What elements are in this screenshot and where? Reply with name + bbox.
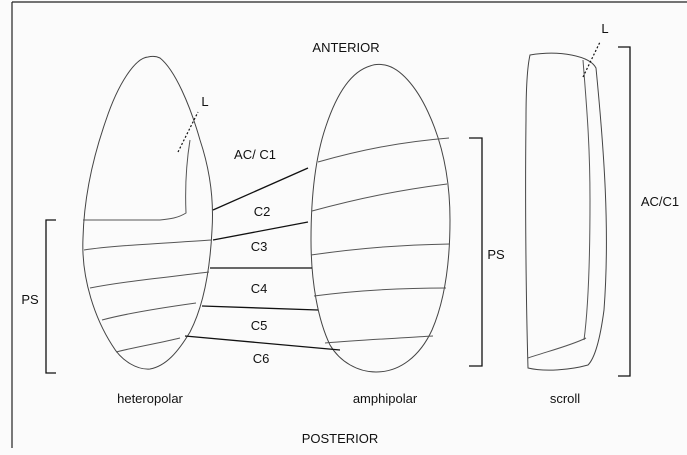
heteropolar-caption: heteropolar [117, 391, 183, 406]
segment-label-c4: C4 [251, 281, 268, 296]
amphipolar-caption: amphipolar [353, 391, 418, 406]
heteropolar-shape [83, 56, 213, 369]
segment-label-c6: C6 [253, 351, 270, 366]
segment-label-c1: AC/ C1 [234, 147, 276, 162]
right-ac-label: AC/C1 [641, 194, 679, 209]
anterior-label: ANTERIOR [312, 40, 379, 55]
right-l-label: L [601, 21, 608, 36]
scroll-caption: scroll [550, 391, 580, 406]
segment-label-c5: C5 [251, 318, 268, 333]
segment-label-c3: C3 [251, 239, 268, 254]
leader-c4 [202, 306, 318, 310]
leader-c2 [213, 222, 308, 240]
left-ps-label: PS [21, 292, 39, 307]
mid-ps-bracket [469, 138, 482, 366]
mid-ps-label: PS [487, 247, 505, 262]
posterior-label: POSTERIOR [302, 431, 379, 446]
left-l-label: L [201, 94, 208, 109]
left-l-pointer [178, 112, 198, 152]
amphipolar-shape [311, 64, 450, 372]
left-ps-bracket [46, 220, 56, 373]
right-ac-bracket [618, 47, 630, 376]
scroll-shape [526, 53, 607, 370]
leader-c5 [185, 336, 340, 350]
segment-label-c2: C2 [254, 204, 271, 219]
